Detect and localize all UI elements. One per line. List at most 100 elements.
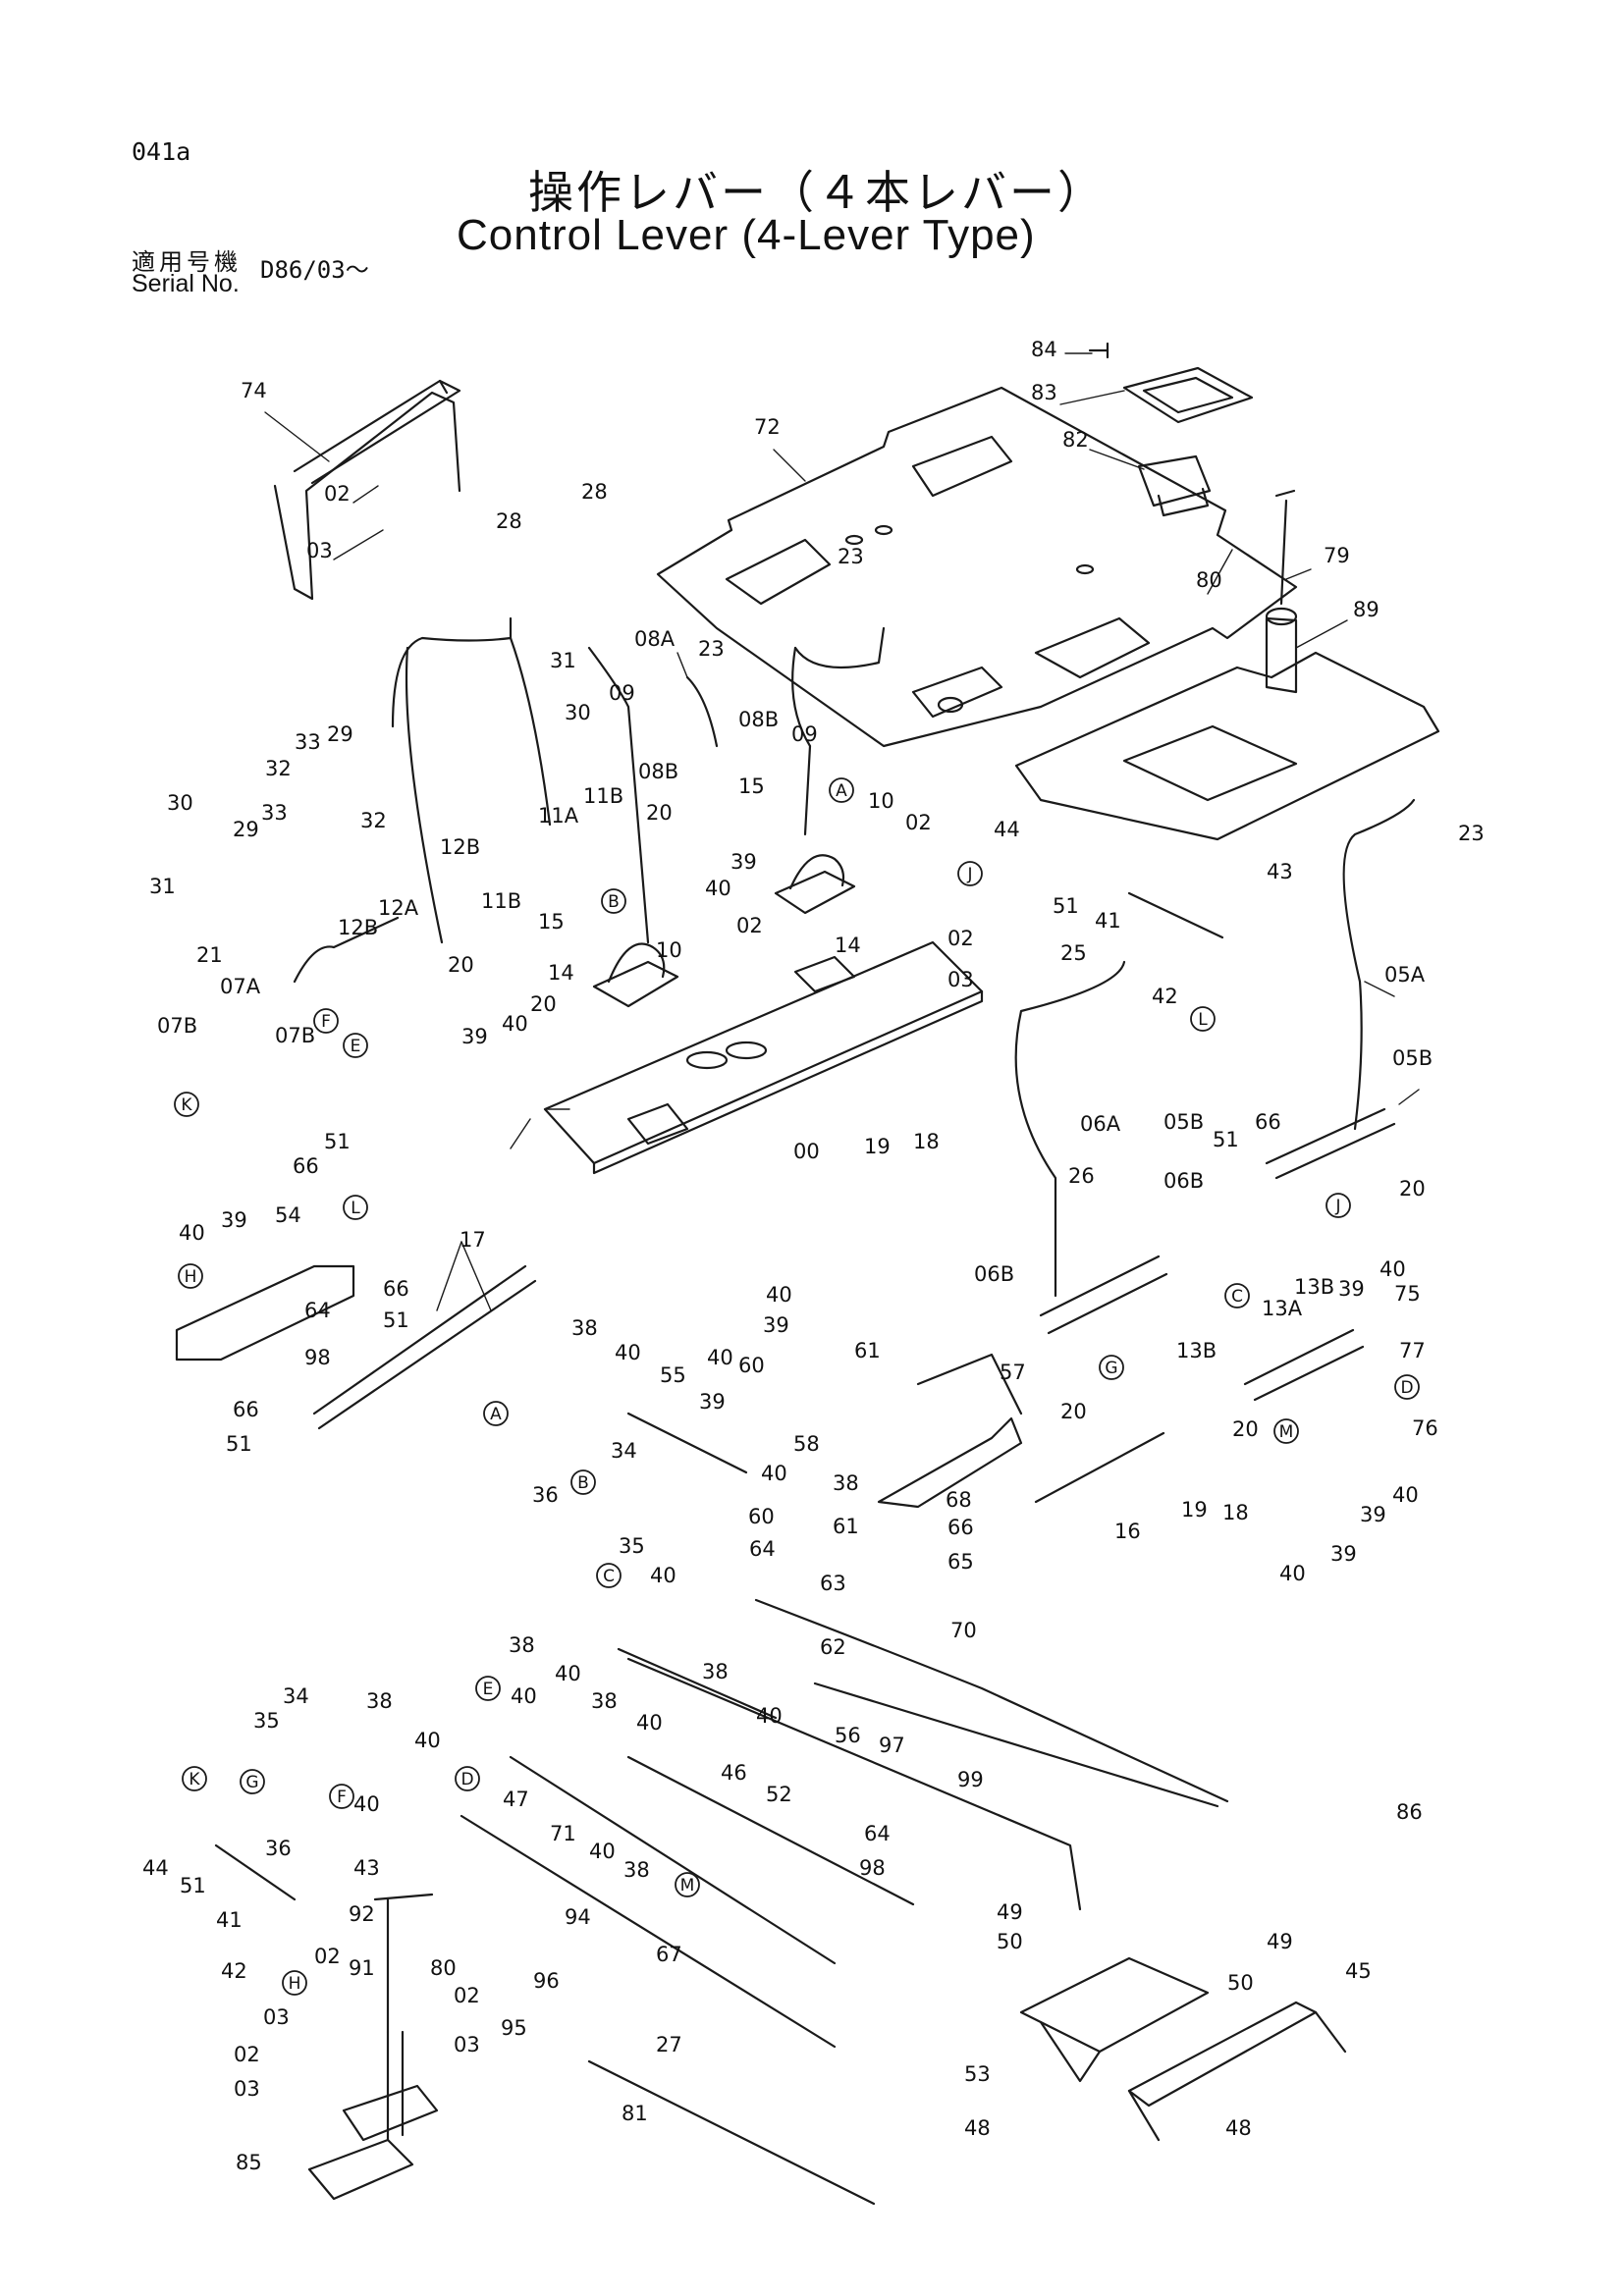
callout-c-45: 45 [1345,1959,1372,1983]
svg-text:H: H [289,1974,301,1994]
callout-c-49b: 49 [1267,1930,1293,1953]
callout-c-20a: 20 [448,953,474,977]
callout-c-74: 74 [241,379,267,402]
callout-c-60b: 60 [748,1505,775,1528]
callout-c-61b: 61 [833,1515,859,1538]
reference-marker-r-C2: C [596,1563,622,1588]
callout-c-26: 26 [1068,1164,1095,1188]
callout-c-23a: 23 [698,637,725,661]
callout-c-05b-a: 05B [1392,1046,1433,1070]
callout-c-51e: 51 [226,1432,252,1456]
callout-c-42b: 42 [221,1959,247,1983]
callout-c-57: 57 [1000,1361,1026,1384]
callout-c-53: 53 [964,2062,991,2086]
callout-c-50b: 50 [1227,1971,1254,1995]
callout-c-34b: 34 [283,1684,309,1708]
callout-c-39a: 39 [461,1025,488,1048]
svg-text:H: H [185,1267,197,1287]
callout-c-95: 95 [501,2016,527,2040]
reference-marker-r-H2: H [282,1970,307,1996]
callout-c-81: 81 [622,2102,648,2125]
callout-c-40r: 40 [589,1840,616,1863]
callout-c-03a: 03 [306,539,333,562]
reference-marker-r-L2: L [343,1195,368,1220]
callout-c-40j: 40 [761,1462,787,1485]
callout-c-98a: 98 [304,1346,331,1369]
callout-c-68: 68 [946,1488,972,1512]
callout-c-97: 97 [879,1734,905,1757]
callout-c-39f: 39 [1330,1542,1357,1566]
callout-c-38d: 38 [702,1660,729,1683]
page-code: 041a [132,137,191,166]
callout-c-83: 83 [1031,381,1057,404]
callout-c-13a: 13A [1262,1297,1303,1320]
callout-c-40c: 40 [705,877,731,900]
part-bracket-54 [175,1264,355,1362]
callout-c-12b-b: 12B [338,916,378,939]
callout-c-62: 62 [820,1635,846,1659]
callout-c-79: 79 [1324,544,1350,567]
callout-c-56: 56 [835,1724,861,1747]
callout-c-15a: 15 [538,910,565,934]
callout-c-49a: 49 [997,1900,1023,1924]
callout-c-42a: 42 [1152,985,1178,1008]
callout-c-75: 75 [1394,1282,1421,1306]
svg-text:M: M [680,1876,695,1896]
callout-c-12b-a: 12B [440,835,480,859]
callout-c-30b: 30 [167,791,193,815]
svg-text:E: E [483,1680,494,1699]
callout-c-10a: 10 [656,938,682,962]
svg-text:C: C [603,1567,615,1586]
callout-c-36a: 36 [532,1483,559,1507]
callout-c-17: 17 [460,1228,486,1252]
callout-c-23c: 23 [1458,822,1485,845]
part-base-plate [543,940,984,1175]
callout-c-16: 16 [1114,1520,1141,1543]
callout-c-51a: 51 [324,1130,351,1153]
callout-c-46: 46 [721,1761,747,1785]
callout-c-11a: 11A [538,804,579,828]
svg-text:J: J [1334,1197,1340,1216]
callout-c-38f: 38 [591,1689,618,1713]
serial-label-english: Serial No. [132,270,240,297]
callout-c-65: 65 [947,1550,974,1574]
reference-marker-r-L1: L [1190,1006,1216,1032]
reference-marker-r-M2: M [675,1872,700,1897]
callout-c-85: 85 [236,2151,262,2174]
callout-c-20e: 20 [1060,1400,1087,1423]
leader-lines [264,352,1420,1311]
reference-marker-r-H1: H [178,1263,203,1289]
callout-c-55: 55 [660,1363,686,1387]
callout-c-64b: 64 [749,1537,776,1561]
callout-c-50a: 50 [997,1930,1023,1953]
callout-c-66b: 66 [1255,1110,1281,1134]
part-rods [312,1264,1165,1504]
callout-c-02f: 02 [454,1984,480,2007]
svg-text:D: D [460,1770,473,1789]
callout-c-19b: 19 [1181,1498,1208,1522]
callout-c-80a: 80 [1196,568,1222,592]
callout-c-39h: 39 [763,1313,789,1337]
part-floor-plate-2 [1014,651,1440,841]
svg-text:G: G [1105,1359,1117,1378]
callout-c-33b: 33 [261,801,288,825]
svg-text:M: M [1279,1422,1294,1442]
callout-c-54: 54 [275,1203,301,1227]
callout-c-40q: 40 [353,1792,380,1816]
reference-marker-r-A1: A [829,777,854,803]
callout-c-99: 99 [957,1768,984,1791]
callout-c-40g: 40 [615,1341,641,1364]
callout-c-91: 91 [349,1956,375,1980]
callout-c-03d: 03 [263,2005,290,2029]
callout-c-03c: 03 [454,2033,480,2056]
reference-marker-r-G2: G [240,1769,265,1794]
serial-label-japanese: 適用号機 [132,248,242,276]
title-japanese: 操作レバー（４本レバー） [528,166,1106,219]
callout-c-20c: 20 [646,801,673,825]
part-bracket-45 [1127,2001,1347,2142]
callout-c-51b: 51 [1053,894,1079,918]
part-guard-bar [273,379,461,601]
callout-c-29b: 29 [233,818,259,841]
callout-c-40n: 40 [511,1684,537,1708]
